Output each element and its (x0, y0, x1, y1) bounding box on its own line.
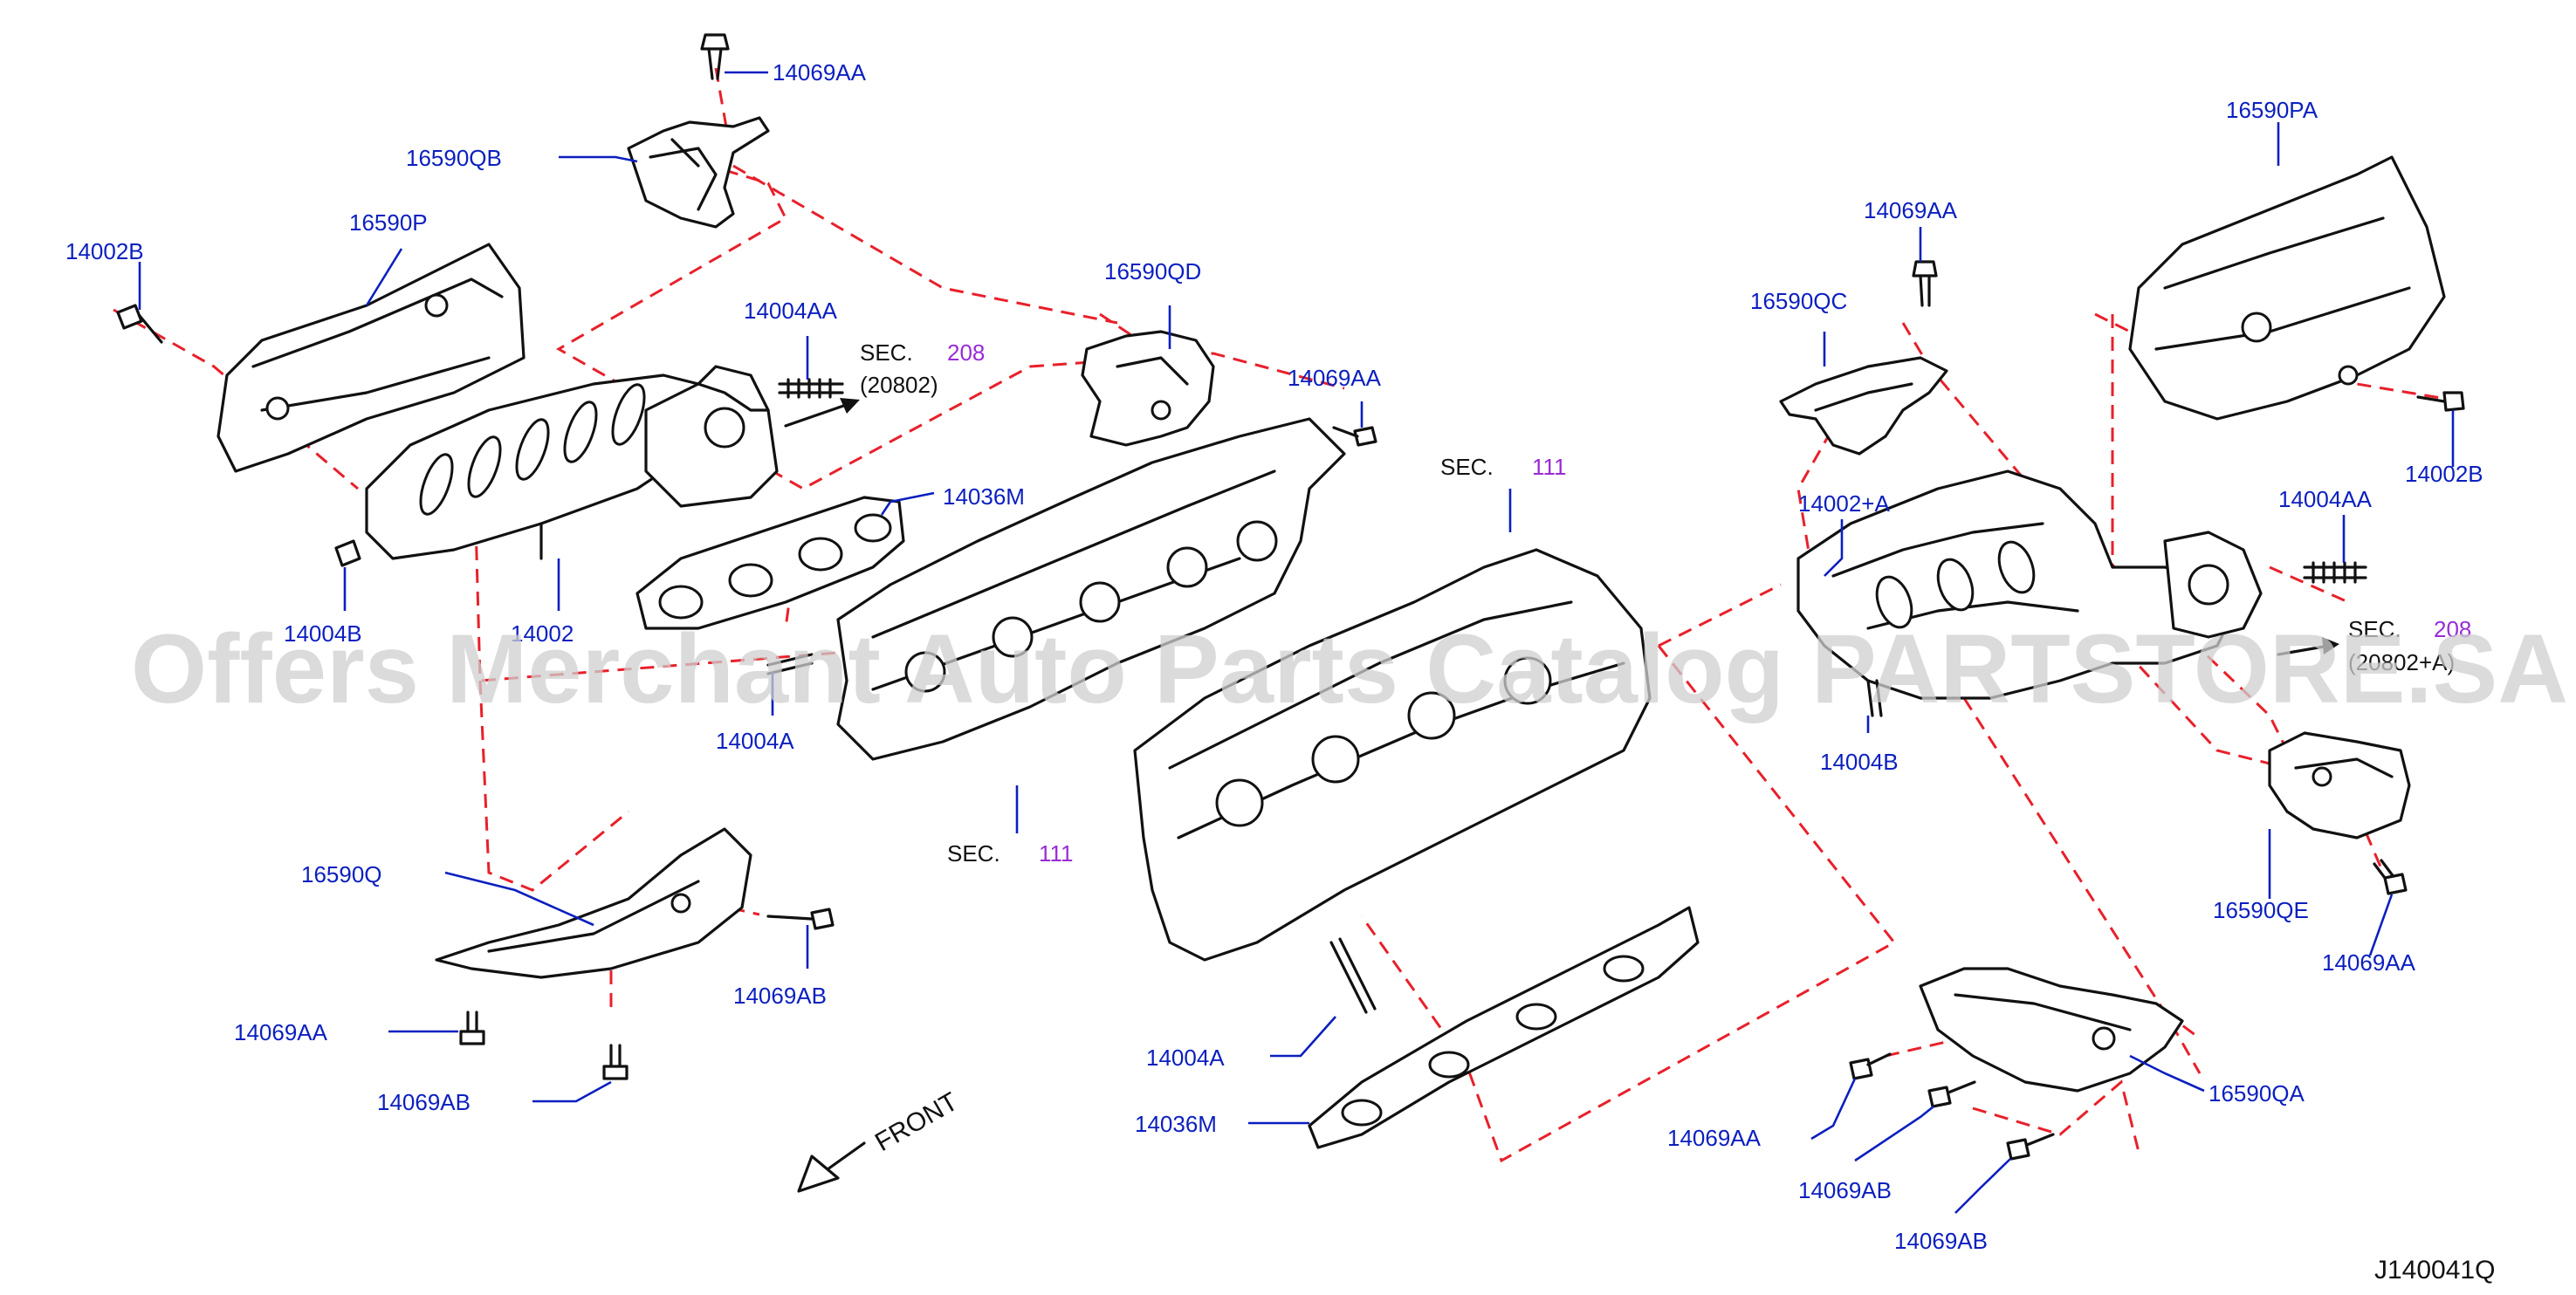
arrow-right-icon (2322, 637, 2339, 654)
part-label-14002a[interactable]: 14002+A (1798, 490, 1890, 517)
part-label-14004aa[interactable]: 14004AA (744, 298, 838, 324)
part-label-14036m[interactable]: 14036M (943, 483, 1025, 510)
part-label-14002[interactable]: 14002 (511, 620, 574, 647)
part-label-14069aa[interactable]: 14069AA (1864, 197, 1958, 223)
insulator-16590q (435, 827, 752, 979)
cylinder-head-upper (836, 417, 1346, 761)
bolt-14069aa-mid (1332, 426, 1377, 447)
insulator-16590qc (1779, 356, 1948, 456)
diagram-code: J140041Q (2374, 1256, 2495, 1285)
sec-number: 111 (1532, 454, 1567, 480)
part-label-14004a[interactable]: 14004A (716, 728, 794, 754)
part-label-14002b[interactable]: 14002B (65, 238, 144, 264)
part-label-14069ab[interactable]: 14069AB (377, 1089, 471, 1115)
cylinder-head-lower (1133, 548, 1652, 962)
sec-label: SEC. (947, 840, 1000, 867)
bolt-14002b-left (116, 304, 163, 344)
bolt-14069aa-top (700, 33, 730, 80)
sec-number: 208 (947, 339, 985, 366)
insulator-16590qb (627, 116, 770, 229)
bolt-14069aa-right-e (2373, 859, 2408, 895)
bolt-14069ab-right-2 (2006, 1133, 2055, 1161)
part-label-16590qa[interactable]: 16590QA (2208, 1080, 2305, 1107)
section-ref-208-left: SEC. 208 (20802) (784, 339, 985, 428)
part-label-14069aa[interactable]: 14069AA (1667, 1125, 1762, 1151)
sec-label: SEC. (1440, 454, 1494, 480)
watermark-text: Offers Merchant Auto Parts Catalog PARTS… (131, 614, 2568, 723)
insulator-16590qd (1081, 330, 1215, 447)
nut-14004b-left (334, 539, 361, 567)
gasket-14036m-upper (635, 496, 905, 630)
part-label-16590qb[interactable]: 16590QB (406, 145, 502, 171)
part-label-16590p[interactable]: 16590P (349, 209, 428, 236)
section-ref-208-right: SEC. 208 (20802+A) (2277, 616, 2471, 675)
sec-label: SEC. (860, 339, 913, 366)
sec-number: 111 (1039, 840, 1074, 867)
part-label-14004a[interactable]: 14004A (1146, 1045, 1225, 1071)
section-ref-111-b: SEC. 111 (947, 840, 1074, 867)
part-label-14069ab[interactable]: 14069AB (733, 983, 827, 1009)
part-label-16590qe[interactable]: 16590QE (2213, 897, 2309, 923)
insulator-16590qa (1919, 967, 2184, 1093)
stud-14004a-lower (1329, 937, 1377, 1014)
part-label-14069aa[interactable]: 14069AA (2322, 949, 2416, 976)
part-label-14004b[interactable]: 14004B (284, 620, 362, 647)
bolt-14069ab-left-bottom (602, 1044, 629, 1080)
gasket-14036m-lower (1308, 906, 1700, 1149)
sec-label: SEC. (2348, 616, 2401, 642)
exhaust-manifold-14002 (365, 365, 779, 560)
sec-sub: (20802) (860, 372, 938, 398)
part-labels: 14069AA 16590QB 14002B 16590P 14004AA 16… (65, 59, 2483, 1254)
section-ref-111-a: SEC. 111 (1440, 454, 1567, 480)
stud-14004aa-left (778, 378, 844, 399)
part-label-16590qc[interactable]: 16590QC (1750, 288, 1847, 314)
part-label-14069ab[interactable]: 14069AB (1894, 1228, 1988, 1254)
part-label-14069aa[interactable]: 14069AA (773, 59, 867, 86)
front-arrow-icon (797, 1141, 866, 1193)
insulator-16590p (216, 243, 526, 473)
part-label-14004b[interactable]: 14004B (1820, 749, 1899, 775)
stud-14004aa-right (2303, 561, 2367, 584)
bolt-14069aa-right-top (1912, 260, 1938, 307)
leader-lines (138, 71, 2455, 1214)
part-label-14002b[interactable]: 14002B (2405, 461, 2483, 487)
sec-number: 208 (2434, 616, 2471, 642)
bolt-14002b-right (2416, 391, 2465, 412)
arrow-right-icon (840, 398, 860, 414)
stud-14004a-upper (766, 653, 814, 675)
front-label: FRONT (870, 1087, 963, 1157)
part-label-14069ab[interactable]: 14069AB (1798, 1177, 1892, 1203)
part-label-14004aa[interactable]: 14004AA (2278, 486, 2373, 512)
sec-sub: (20802+A) (2348, 649, 2455, 675)
insulator-16590qe (2268, 731, 2411, 839)
part-label-14069aa[interactable]: 14069AA (234, 1019, 328, 1045)
insulator-16590pa (2128, 155, 2446, 421)
bolt-14069aa-left-bottom (459, 1011, 485, 1045)
bolt-14069aa-right-bottom (1849, 1052, 1892, 1080)
bolt-14069ab-right-1 (1927, 1080, 1976, 1108)
part-label-14036m[interactable]: 14036M (1135, 1111, 1217, 1137)
part-label-14069aa[interactable]: 14069AA (1288, 365, 1382, 391)
part-label-16590q[interactable]: 16590Q (301, 861, 382, 887)
part-label-16590qd[interactable]: 16590QD (1104, 258, 1201, 284)
part-label-16590pa[interactable]: 16590PA (2226, 97, 2318, 123)
exhaust-manifold-14002a (1796, 469, 2263, 717)
bolt-14069ab-left (766, 908, 835, 930)
